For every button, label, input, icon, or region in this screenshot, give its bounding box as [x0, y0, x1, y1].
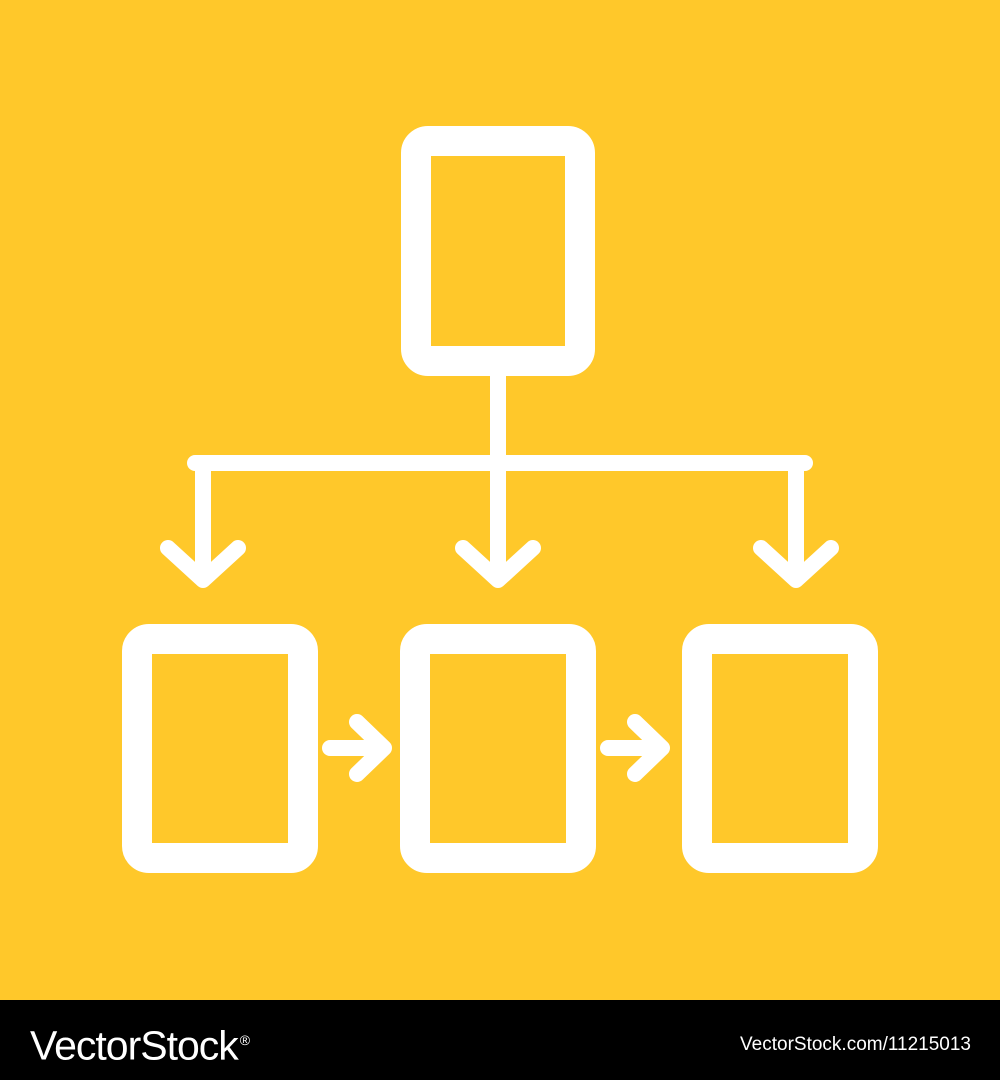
- bottom-node-left: [122, 624, 318, 873]
- registered-mark: ®: [239, 1032, 250, 1048]
- icon-canvas: [0, 0, 1000, 1000]
- bottom-node-center: [400, 624, 596, 873]
- top-node: [401, 126, 595, 376]
- flowchart-shapes: [122, 126, 878, 873]
- footer-bar: [0, 1000, 1000, 1080]
- right-arrow-1-icon: [349, 714, 392, 782]
- hierarchy-flowchart-icon: [0, 0, 1000, 1000]
- down-arrow-right-icon: [753, 540, 839, 588]
- right-arrow-2-icon: [627, 714, 670, 782]
- vectorstock-logo: VectorStock®: [30, 1018, 250, 1068]
- down-arrow-left-icon: [160, 540, 246, 588]
- logo-text: VectorStock: [30, 1022, 239, 1069]
- bottom-node-right: [682, 624, 878, 873]
- down-arrow-center-icon: [455, 540, 541, 588]
- image-id-label: VectorStock.com/11215013: [740, 1034, 971, 1055]
